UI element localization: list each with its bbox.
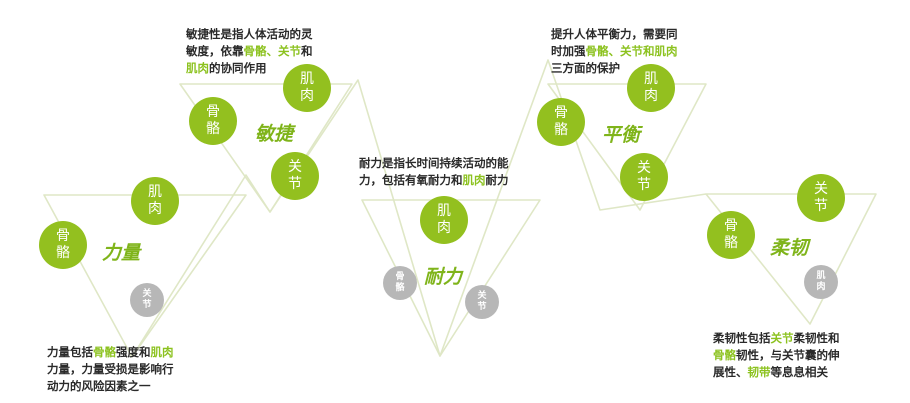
group-title: 耐力 <box>424 266 463 288</box>
desc-text: 力量包括 <box>47 345 93 359</box>
highlight-text: 、 <box>266 44 279 58</box>
desc-text: 力，包括有氧耐力和 <box>359 173 463 187</box>
highlight-text: 骨骼 <box>585 44 609 58</box>
group-title: 平衡 <box>602 124 641 146</box>
muscle-node: 肌肉 <box>804 265 838 299</box>
desc-text: 等息息相关 <box>770 365 829 379</box>
highlight-text: 骨骼 <box>93 345 116 359</box>
joint-node: 关节 <box>465 285 499 319</box>
triangle-agility <box>179 83 353 213</box>
highlight-text: 肌肉 <box>186 61 209 75</box>
group-description: 敏捷性是指人体活动的灵敏度，依靠骨骼、关节和肌肉的协同作用 <box>186 26 313 77</box>
group-description: 柔韧性包括关节柔韧性和骨骼韧性，与关节囊的伸展性、韧带等息息相关 <box>713 330 840 381</box>
desc-text: 三方面的保护 <box>551 61 620 75</box>
desc-text: 时加强 <box>551 44 586 58</box>
bone-node: 骨骼 <box>189 97 237 145</box>
highlight-text: 肌肉 <box>150 345 174 359</box>
desc-text: 提升人体平衡力，需要同 <box>551 27 678 41</box>
desc-text: 动力的风险因素之一 <box>47 379 151 393</box>
group-title: 敏捷 <box>255 123 294 145</box>
group-title: 柔韧 <box>770 237 809 259</box>
desc-text: 耐力是指长时间持续活动的能 <box>359 156 509 170</box>
highlight-text: 关节和肌肉 <box>620 44 678 58</box>
desc-text: 耐力 <box>485 173 509 187</box>
bone-node: 骨骼 <box>383 266 417 300</box>
muscle-node: 肌肉 <box>420 196 468 244</box>
muscle-node: 肌肉 <box>627 64 675 112</box>
highlight-text: 、 <box>608 44 621 58</box>
highlight-text: 关节 <box>770 331 794 345</box>
highlight-text: 关节 <box>278 44 301 58</box>
bone-node: 骨骼 <box>707 211 755 259</box>
desc-text: 展性、 <box>713 365 748 379</box>
group-description: 力量包括骨骼强度和肌肉力量，力量受损是影响行动力的风险因素之一 <box>47 344 174 395</box>
joint-node: 关节 <box>620 153 668 201</box>
desc-text: 敏度，依靠 <box>186 44 244 58</box>
desc-text: 强度和 <box>116 345 151 359</box>
connector-line <box>131 59 707 358</box>
group-description: 提升人体平衡力，需要同时加强骨骼、关节和肌肉三方面的保护 <box>551 26 678 77</box>
desc-text: 敏捷性是指人体活动的灵 <box>186 27 313 41</box>
desc-text: 和 <box>301 44 313 58</box>
desc-text: 的协同作用 <box>209 61 267 75</box>
muscle-node: 肌肉 <box>131 177 179 225</box>
joint-node: 关节 <box>271 152 319 200</box>
highlight-text: 骨骼 <box>243 44 267 58</box>
triangle-flexibility <box>705 193 877 325</box>
highlight-text: 骨骼 <box>713 348 736 362</box>
group-description: 耐力是指长时间持续活动的能力，包括有氧耐力和肌肉耐力 <box>359 155 509 189</box>
desc-text: 韧性，与关节囊的伸 <box>736 348 840 362</box>
joint-node: 关节 <box>130 283 164 317</box>
desc-text: 柔韧性和 <box>793 331 840 345</box>
joint-node: 关节 <box>797 174 845 222</box>
highlight-text: 肌肉 <box>462 173 486 187</box>
muscle-node: 肌肉 <box>283 64 331 112</box>
bone-node: 骨骼 <box>537 98 585 146</box>
desc-text: 力量，力量受损是影响行 <box>47 362 174 376</box>
group-title: 力量 <box>102 242 141 264</box>
highlight-text: 韧带 <box>747 365 771 379</box>
desc-text: 柔韧性包括 <box>713 331 771 345</box>
bone-node: 骨骼 <box>39 221 87 269</box>
